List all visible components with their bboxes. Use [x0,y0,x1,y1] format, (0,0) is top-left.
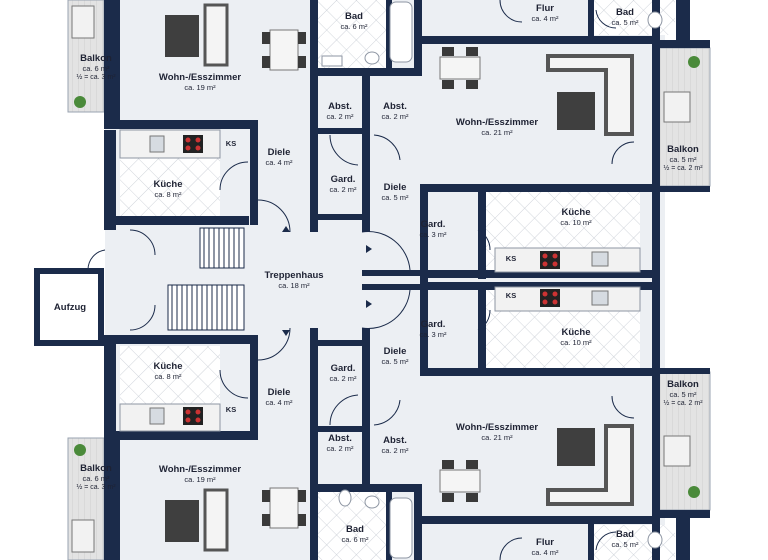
fridge-label: KS [505,254,517,263]
room-gard-right-top: Gard.ca. 3 m² [419,219,447,239]
bathroom-fixtures [321,1,663,559]
fridge-label: KS [225,139,237,148]
stair-arrows [282,226,372,336]
fridge-label: KS [505,291,517,300]
elevator-shaft [40,274,98,340]
staircase [167,227,245,331]
room-abst-a: Abst.ca. 2 m² [326,101,354,121]
balcony-furniture [71,5,700,553]
kitchen-top-left-floor [120,158,220,216]
room-abst-c: Abst.ca. 2 m² [326,433,354,453]
kitchen-bottom-left-floor [120,346,220,404]
living-furniture [165,3,634,552]
walls [34,0,710,560]
door-swings [87,0,635,560]
room-gard-right-bottom: Gard.ca. 3 m² [419,319,447,339]
room-gard-bottom-left: Gard.ca. 2 m² [329,363,357,383]
kitchen-counters [119,129,641,432]
room-gard-top-left: Gard.ca. 2 m² [329,174,357,194]
room-abst-d: Abst.ca. 2 m² [381,435,409,455]
fridge-label: KS [225,405,237,414]
room-abst-b: Abst.ca. 2 m² [381,101,409,121]
room-aufzug: Aufzug [53,302,87,313]
dining-sets [262,29,481,529]
